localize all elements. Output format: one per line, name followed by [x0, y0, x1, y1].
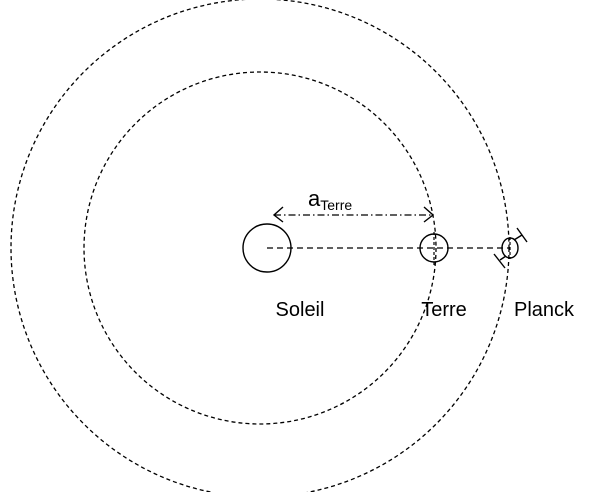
- distance-symbol: a: [308, 186, 321, 211]
- distance-subscript: Terre: [320, 197, 352, 213]
- planck-spacecraft: [493, 227, 528, 269]
- earth-orbit: [83, 71, 437, 425]
- distance-dimension: aTerre: [272, 186, 435, 223]
- label-soleil: Soleil: [276, 299, 325, 321]
- label-planck: Planck: [514, 299, 575, 321]
- distance-arrow-left: [272, 206, 284, 223]
- planck-shield-arm-top: [513, 234, 523, 241]
- planck-shield-arm-bottom: [499, 255, 507, 261]
- distance-arrow-right: [423, 206, 435, 223]
- planck-shield-bottom: [493, 253, 506, 269]
- planck-orbit: [10, 0, 510, 492]
- distance-label: aTerre: [308, 186, 352, 213]
- planck-shield-top: [516, 227, 528, 243]
- label-terre: Terre: [421, 299, 467, 321]
